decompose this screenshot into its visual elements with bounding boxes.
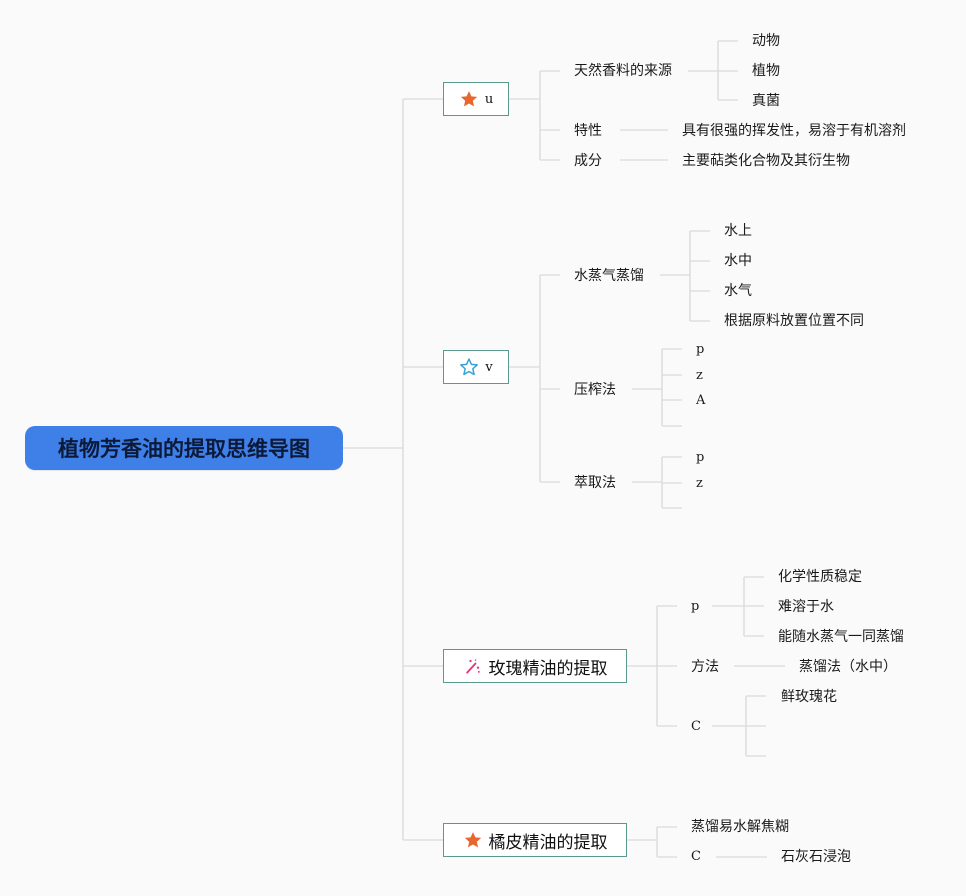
node-1-2[interactable]: 萃取法 — [574, 475, 616, 491]
node-0-2-0[interactable]: 主要萜类化合物及其衍生物 — [682, 153, 850, 169]
node-0-0-0[interactable]: 动物 — [752, 33, 780, 49]
node-1-0-0[interactable]: 水上 — [724, 223, 752, 239]
branch-node-2[interactable]: 玫瑰精油的提取 — [443, 649, 627, 683]
magic-wand-icon — [463, 656, 483, 676]
node-1-2-1[interactable]: z — [696, 476, 703, 491]
node-0-0-1[interactable]: 植物 — [752, 63, 780, 79]
node-1-0-3[interactable]: 根据原料放置位置不同 — [724, 313, 864, 329]
star-outline-blue-icon — [459, 357, 479, 377]
node-3-1[interactable]: C — [691, 849, 701, 864]
node-2-0[interactable]: p — [691, 599, 700, 614]
node-1-1-0[interactable]: p — [696, 342, 705, 357]
root-title: 植物芳香油的提取思维导图 — [58, 437, 310, 461]
node-2-0-2[interactable]: 能随水蒸气一同蒸馏 — [778, 629, 904, 645]
branch-node-0[interactable]: u — [443, 82, 509, 116]
node-1-1-2[interactable]: A — [696, 393, 706, 408]
node-2-1-0[interactable]: 蒸馏法（水中） — [799, 659, 897, 675]
node-3-1-0[interactable]: 石灰石浸泡 — [781, 849, 851, 865]
node-0-0-2[interactable]: 真菌 — [752, 93, 780, 109]
node-1-1-1[interactable]: z — [696, 368, 703, 383]
node-1-2-0[interactable]: p — [696, 450, 705, 465]
node-2-0-0[interactable]: 化学性质稳定 — [778, 569, 862, 585]
branch-node-3[interactable]: 橘皮精油的提取 — [443, 823, 627, 857]
root-node[interactable]: 植物芳香油的提取思维导图 — [25, 426, 343, 470]
node-2-0-1[interactable]: 难溶于水 — [778, 599, 834, 615]
node-0-2[interactable]: 成分 — [574, 153, 602, 169]
star-filled-orange-icon — [463, 830, 483, 850]
node-2-2-0[interactable]: 鲜玫瑰花 — [781, 689, 837, 705]
branch-label-3: 橘皮精油的提取 — [488, 832, 608, 853]
branch-label-2: 玫瑰精油的提取 — [488, 658, 608, 679]
node-2-1[interactable]: 方法 — [691, 659, 719, 675]
branch-node-1[interactable]: v — [443, 350, 509, 384]
node-0-0[interactable]: 天然香料的来源 — [574, 63, 672, 79]
branch-label-1: v — [485, 359, 493, 375]
node-1-0-1[interactable]: 水中 — [724, 253, 752, 269]
node-0-1[interactable]: 特性 — [574, 123, 602, 139]
node-0-1-0[interactable]: 具有很强的挥发性，易溶于有机溶剂 — [682, 123, 906, 139]
node-1-1[interactable]: 压榨法 — [574, 382, 616, 398]
node-3-0[interactable]: 蒸馏易水解焦糊 — [691, 819, 789, 835]
node-2-2[interactable]: C — [691, 719, 701, 734]
star-filled-orange-icon — [459, 89, 479, 109]
node-1-0-2[interactable]: 水气 — [724, 283, 752, 299]
branch-label-0: u — [484, 91, 494, 107]
node-1-0[interactable]: 水蒸气蒸馏 — [574, 268, 644, 284]
